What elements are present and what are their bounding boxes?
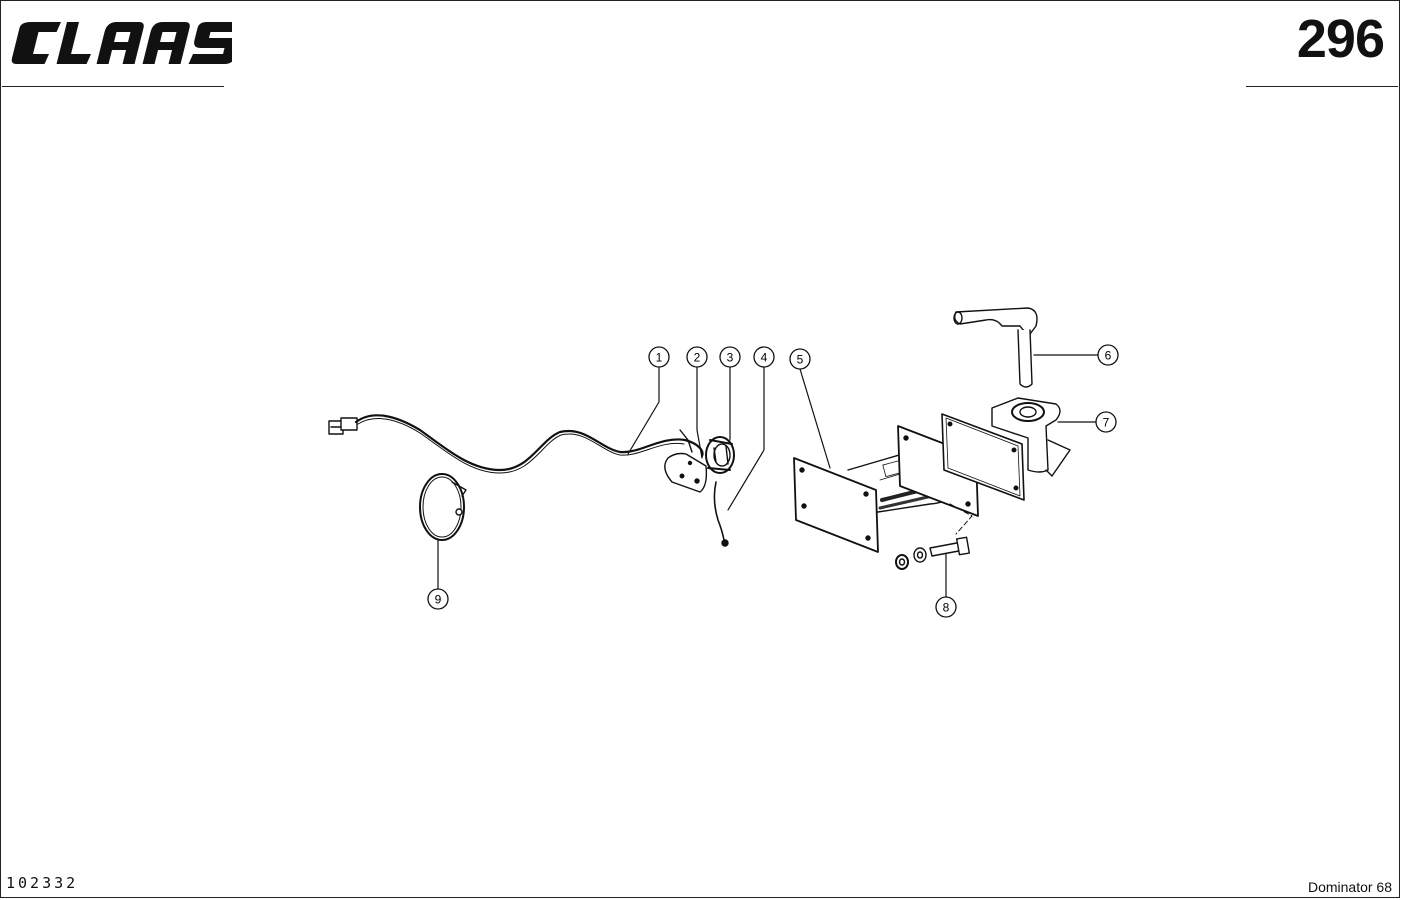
callout-7: 7	[1095, 411, 1117, 433]
sensor-housing	[705, 436, 735, 474]
page-number: 296	[1296, 9, 1385, 69]
svg-text:2: 2	[694, 351, 701, 365]
leader-lines	[437, 354, 1099, 598]
document-number: 102332	[6, 874, 79, 892]
callout-9: 9	[427, 588, 449, 610]
svg-text:1: 1	[656, 351, 663, 365]
sensor-lead	[713, 481, 729, 547]
svg-text:4: 4	[761, 351, 768, 365]
svg-text:3: 3	[727, 351, 734, 365]
svg-text:8: 8	[943, 601, 950, 615]
cylinder-assembly	[793, 413, 1025, 553]
svg-text:9: 9	[435, 593, 442, 607]
lever-pin	[953, 307, 1038, 388]
mounting-plate	[664, 452, 708, 493]
svg-text:5: 5	[797, 353, 804, 367]
header-rule-left	[2, 86, 224, 87]
callout-1: 1	[648, 346, 670, 368]
callout-8: 8	[935, 596, 957, 618]
cable-harness	[328, 414, 704, 474]
claas-logo	[11, 22, 232, 64]
bolt-set	[895, 503, 973, 570]
model-name: Dominator 68	[1307, 879, 1392, 895]
header-rule-right	[1246, 86, 1398, 87]
bearing-housing	[991, 397, 1071, 477]
callout-2: 2	[686, 346, 708, 368]
callout-3: 3	[719, 346, 741, 368]
clamp-ring	[419, 473, 467, 541]
callout-5: 5	[789, 348, 811, 370]
svg-text:7: 7	[1103, 416, 1110, 430]
callout-6: 6	[1097, 344, 1119, 366]
svg-text:6: 6	[1105, 349, 1112, 363]
callout-4: 4	[753, 346, 775, 368]
